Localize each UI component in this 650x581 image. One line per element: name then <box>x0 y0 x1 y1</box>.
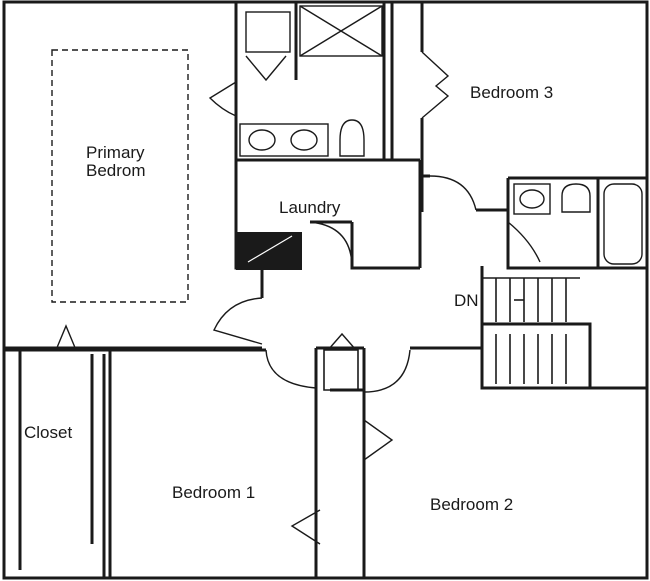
hall-closet-door <box>327 332 357 351</box>
shower <box>299 5 383 57</box>
closet-door <box>55 324 77 351</box>
label-primary-bedroom-line2: Bedrom <box>86 161 146 180</box>
vanity <box>239 123 329 157</box>
label-stairs-down: DN <box>454 291 479 310</box>
washer-mark <box>247 235 293 263</box>
label-bedroom-1: Bedroom 1 <box>172 483 255 502</box>
laundry-door <box>309 221 353 269</box>
stair-wall <box>480 266 646 390</box>
bedroom-1-closet-door <box>290 509 321 545</box>
closet-door <box>245 55 287 82</box>
bedroom-2-door <box>363 349 411 393</box>
laundry-wall <box>234 160 420 298</box>
hall-bath-wall <box>508 176 646 268</box>
linen-closet-door <box>363 419 394 461</box>
lower-walls <box>4 346 482 578</box>
washer <box>236 232 302 270</box>
toilet <box>339 119 365 157</box>
bedroom-3-closet-door <box>421 51 450 119</box>
label-bedroom-3: Bedroom 3 <box>470 83 553 102</box>
bath-door <box>208 81 237 117</box>
bathtub <box>603 183 643 265</box>
hall-toilet <box>561 183 591 213</box>
hall-vanity <box>513 183 551 215</box>
closet-wall <box>18 350 106 578</box>
label-closet: Closet <box>24 423 72 442</box>
shower-closet <box>245 11 291 53</box>
primary-bedroom-door <box>213 297 263 345</box>
bedroom-3-wall <box>390 2 646 270</box>
primary-bath-wall <box>236 2 420 162</box>
shower-cross <box>299 5 383 57</box>
stair-treads <box>482 277 580 384</box>
bed-outline <box>51 49 189 303</box>
label-primary-bedroom-line1: Primary <box>86 143 145 162</box>
hall-closet <box>323 349 359 391</box>
hall-bath-door <box>507 221 541 263</box>
hall-sink <box>519 189 545 209</box>
label-bedroom-2: Bedroom 2 <box>430 495 513 514</box>
bedroom-1-door <box>265 349 317 389</box>
label-laundry: Laundry <box>279 198 341 217</box>
sink-right <box>290 129 318 151</box>
bedroom-3-door <box>429 175 477 211</box>
sink-left <box>248 129 276 151</box>
